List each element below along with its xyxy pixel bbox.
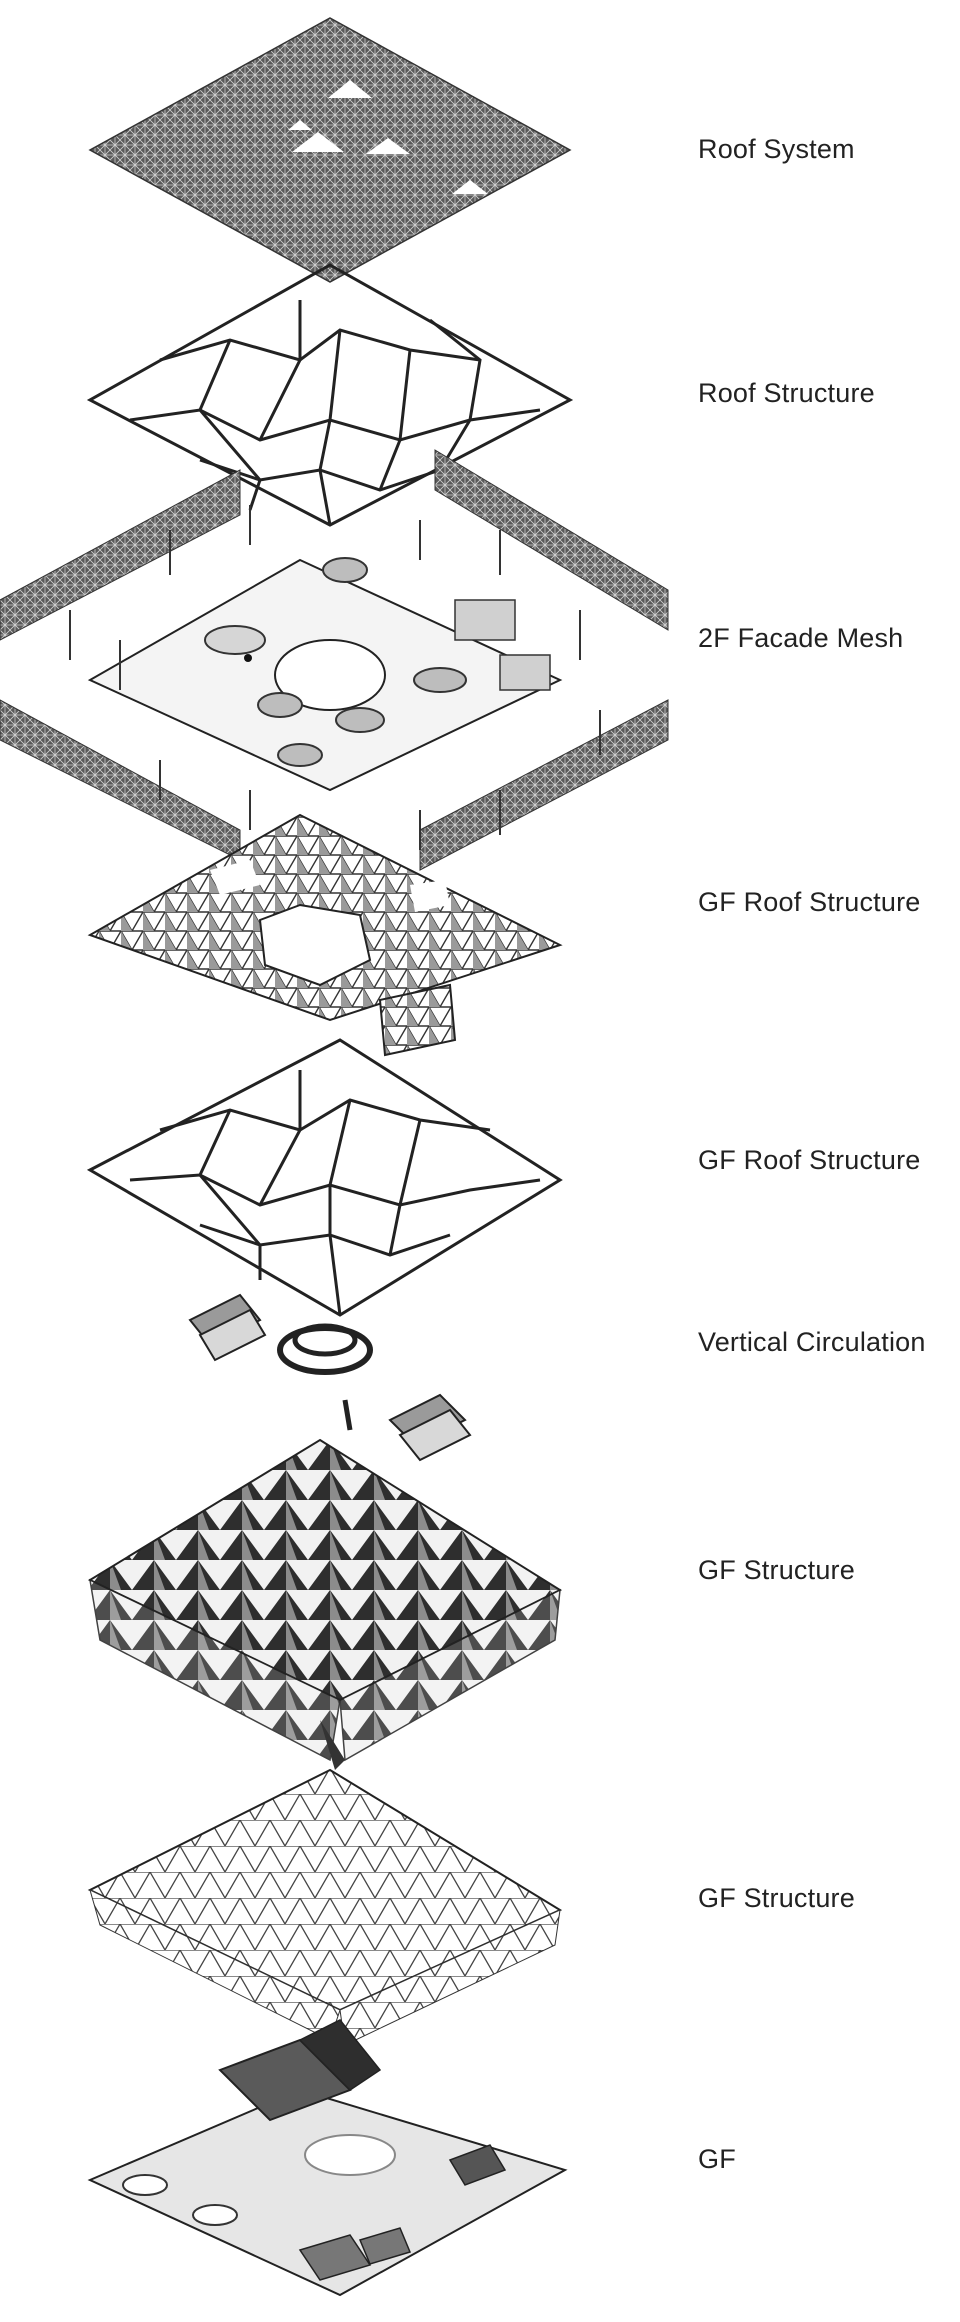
layer-label-gf-structure-2: GF Structure xyxy=(698,1883,855,1913)
layer-label-roof-system: Roof System xyxy=(698,134,855,164)
roof-system-layer xyxy=(88,17,572,283)
layer-label-2f-facade-mesh: 2F Facade Mesh xyxy=(698,623,904,653)
layer-label-gf-roof-structure-1: GF Roof Structure xyxy=(698,887,921,917)
layer-label-vertical-circulation: Vertical Circulation xyxy=(698,1327,926,1357)
layer-label-roof-structure: Roof Structure xyxy=(698,378,875,408)
gf-layer xyxy=(87,2019,568,2297)
gf-roof-structure-layer xyxy=(87,813,563,1057)
facade-mesh-layer xyxy=(0,449,669,871)
gf-structure-folded-layer xyxy=(87,1438,563,1770)
vertical-circulation-layer xyxy=(188,1293,472,1462)
gf-roof-structure-frame-layer xyxy=(86,1038,563,1317)
layer-label-gf-roof-structure-2: GF Roof Structure xyxy=(698,1145,921,1175)
layer-label-gf: GF xyxy=(698,2144,736,2174)
roof-structure-layer xyxy=(86,263,574,527)
gf-structure-truss-layer xyxy=(87,1768,563,2046)
layer-label-gf-structure-1: GF Structure xyxy=(698,1555,855,1585)
